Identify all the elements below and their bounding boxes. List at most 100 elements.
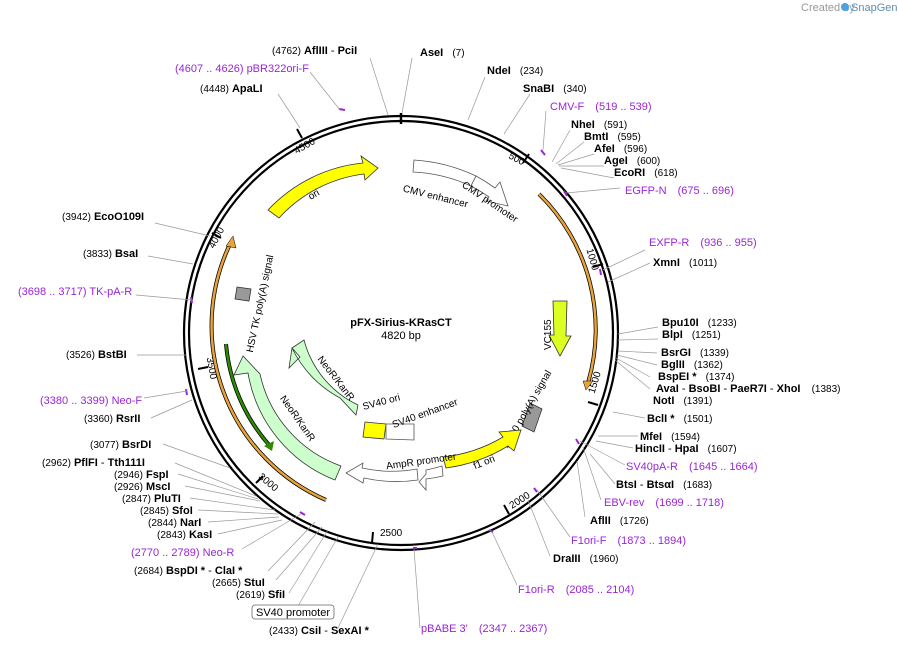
orange-arc-left bbox=[210, 241, 327, 502]
tkpaR-pos: (3698 .. 3717) bbox=[18, 286, 87, 298]
narI-pos: (2844) bbox=[148, 518, 177, 529]
bmtI-name: BmtI bbox=[584, 131, 608, 143]
bclI-pos: (1501) bbox=[684, 414, 713, 425]
svg-text:(2843) KasI: (2843) KasI bbox=[157, 529, 212, 541]
exfpR-pos: (936 .. 955) bbox=[700, 237, 756, 249]
svg-text:pBABE 3' (2347 .. 2367): pBABE 3' (2347 .. 2367) bbox=[421, 623, 547, 635]
avaI-sep2: - bbox=[720, 383, 730, 395]
feature-f1-ori bbox=[442, 429, 522, 469]
svg-text:CMV-F (519 .. 539): CMV-F (519 .. 539) bbox=[550, 101, 652, 113]
svg-text:(4448) ApaLI: (4448) ApaLI bbox=[200, 83, 263, 95]
mscI-pos: (2926) bbox=[114, 482, 143, 493]
green-arc bbox=[224, 343, 271, 447]
bsrDI-pos: (3077) bbox=[90, 440, 119, 451]
f1oriR-pos: (2085 .. 2104) bbox=[566, 584, 635, 596]
svg-text:BlpI (1251): BlpI (1251) bbox=[662, 329, 721, 341]
sv40paR-pos: (1645 .. 1664) bbox=[689, 461, 758, 473]
avaI-sep3: - bbox=[767, 383, 777, 395]
svg-text:BtsI - BtsαI (1683): BtsI - BtsαI (1683) bbox=[616, 479, 712, 491]
neoF-name: Neo-F bbox=[112, 395, 143, 407]
tick-label-2500: 2500 bbox=[380, 528, 403, 539]
svg-text:(2845) SfoI: (2845) SfoI bbox=[140, 505, 193, 517]
avaI-sep1: - bbox=[679, 383, 689, 395]
bclI-name: BclI * bbox=[647, 413, 675, 425]
kasI-name: KasI bbox=[189, 529, 212, 541]
svg-text:HincII - HpaI (1607): HincII - HpaI (1607) bbox=[635, 443, 737, 455]
egfpN-name: EGFP-N bbox=[625, 185, 667, 197]
rsrII-pos: (3360) bbox=[84, 414, 113, 425]
feature-ori-label: ori bbox=[307, 188, 322, 203]
xmnI-pos: (1011) bbox=[689, 258, 717, 269]
feature-sv40-ori-label: SV40 ori bbox=[362, 392, 402, 413]
svg-text:F1ori-F (1873 .. 1894): F1ori-F (1873 .. 1894) bbox=[571, 535, 686, 547]
ebvRev-pos: (1699 .. 1718) bbox=[655, 497, 724, 509]
svg-text:(2847) PluTI: (2847) PluTI bbox=[122, 493, 181, 505]
xhoI-name: XhoI bbox=[777, 383, 801, 395]
svg-text:(3077) BsrDI: (3077) BsrDI bbox=[90, 439, 151, 451]
afeI-name: AfeI bbox=[594, 143, 615, 155]
ageI-pos: (600) bbox=[637, 156, 660, 167]
sfiI-name: SfiI bbox=[268, 589, 285, 601]
site-labels: (4762) AflIII - PciI AseI (7) (4607 .. 4… bbox=[18, 45, 840, 637]
f1oriR-name: F1ori-R bbox=[518, 584, 555, 596]
svg-text:(3942) EcoO109I: (3942) EcoO109I bbox=[62, 211, 144, 223]
svg-text:(3380 .. 3399) Neo-F: (3380 .. 3399) Neo-F bbox=[40, 395, 142, 407]
svg-text:(4762) AflIII - PciI: (4762) AflIII - PciI bbox=[272, 45, 357, 57]
bsrDI-name: BsrDI bbox=[122, 439, 151, 451]
ecoRI-name: EcoRI bbox=[614, 167, 645, 179]
sfiI-pos: (2619) bbox=[236, 590, 265, 601]
aflIII-sep: - bbox=[328, 45, 338, 57]
neoF-pos: (3380 .. 3399) bbox=[40, 395, 109, 407]
bstBI-pos: (3526) bbox=[66, 350, 95, 361]
csiI-name: CsiI bbox=[301, 625, 321, 637]
bspDI-sep: - bbox=[205, 565, 215, 577]
bspEI-pos: (1374) bbox=[706, 372, 735, 383]
bspDI-pos: (2684) bbox=[134, 566, 163, 577]
ecoRI-pos: (618) bbox=[654, 168, 677, 179]
bsaI-name: BsaI bbox=[115, 248, 138, 260]
aflII-pos: (1726) bbox=[620, 516, 649, 527]
svg-text:Bpu10I (1233): Bpu10I (1233) bbox=[662, 317, 737, 329]
snaBI-name: SnaBI bbox=[523, 83, 554, 95]
afeI-pos: (596) bbox=[624, 144, 647, 155]
f1oriF-name: F1ori-F bbox=[571, 535, 607, 547]
hincII-sep: - bbox=[665, 443, 675, 455]
svg-text:(3360) RsrII: (3360) RsrII bbox=[84, 413, 140, 425]
svg-text:XmnI (1011): XmnI (1011) bbox=[653, 257, 717, 269]
green-arc-arrow bbox=[264, 441, 274, 451]
svg-text:(2844) NarI: (2844) NarI bbox=[148, 517, 201, 529]
apaLI-pos: (4448) bbox=[200, 84, 229, 95]
ecoO109I-name: EcoO109I bbox=[94, 211, 144, 223]
feature-ori bbox=[267, 155, 379, 219]
svg-text:(4607 .. 4626) pBR322ori-F: (4607 .. 4626) pBR322ori-F bbox=[175, 63, 309, 75]
bglII-name: BglII bbox=[661, 359, 685, 371]
blpI-name: BlpI bbox=[662, 329, 683, 341]
ndeI-name: NdeI bbox=[487, 65, 511, 77]
svg-text:(2946) FspI: (2946) FspI bbox=[114, 469, 169, 481]
svg-text:(3698 .. 3717) TK-pA-R: (3698 .. 3717) TK-pA-R bbox=[18, 286, 132, 298]
aflII-name: AflII bbox=[590, 515, 611, 527]
nheI-name: NheI bbox=[571, 119, 595, 131]
bsaI-pos: (3833) bbox=[83, 249, 112, 260]
sv40paR-name: SV40pA-R bbox=[626, 461, 678, 473]
hincII-pos: (1607) bbox=[708, 444, 737, 455]
hincII-name: HincII bbox=[635, 443, 665, 455]
stuI-name: StuI bbox=[244, 577, 265, 589]
pbabe-pos: (2347 .. 2367) bbox=[479, 623, 548, 635]
svg-text:AgeI (600): AgeI (600) bbox=[604, 155, 660, 167]
svg-text:AvaI - BsoBI - PaeR7I - XhoI (: AvaI - BsoBI - PaeR7I - XhoI (1383) bbox=[656, 383, 840, 395]
csiI-sep: - bbox=[321, 625, 331, 637]
orange-arc-right bbox=[538, 193, 597, 384]
pflFI-name: PflFI bbox=[74, 457, 98, 469]
tick-marks bbox=[197, 128, 604, 544]
bpu10I-pos: (1233) bbox=[708, 318, 737, 329]
orange-arc-left-arrow bbox=[225, 235, 237, 249]
snapgene-logo-icon bbox=[841, 3, 849, 11]
bsrGI-pos: (1339) bbox=[700, 348, 729, 359]
avaI-name: AvaI bbox=[656, 383, 679, 395]
sv40-promoter-label: SV40 promoter bbox=[256, 607, 330, 619]
cmvF-name: CMV-F bbox=[550, 101, 585, 113]
feature-sv40-enhancer bbox=[385, 423, 415, 441]
rsrII-name: RsrII bbox=[116, 413, 140, 425]
